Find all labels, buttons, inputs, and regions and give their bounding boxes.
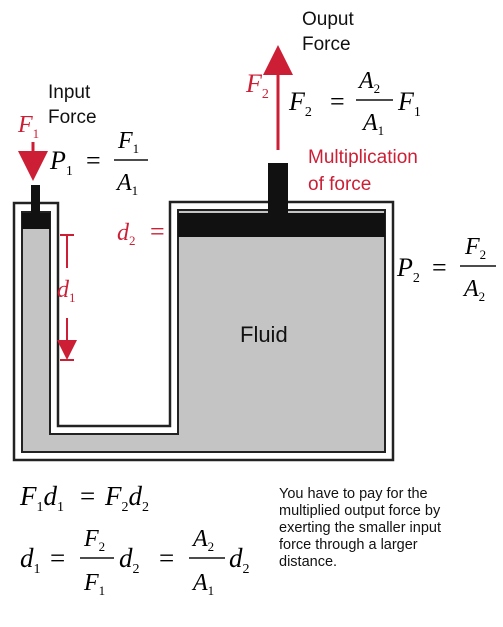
svg-text:=: = (432, 253, 447, 282)
output-force-symbol: F2 (245, 69, 269, 102)
svg-text:F1: F1 (117, 128, 139, 156)
note-line: You have to pay for the (279, 486, 428, 502)
work-equation: F1d1 = F2d2 (19, 481, 149, 515)
svg-text:A2: A2 (357, 68, 380, 96)
output-force-label-2: Force (302, 34, 351, 55)
note-line: exerting the smaller input (279, 520, 441, 536)
svg-text:P2: P2 (396, 253, 420, 286)
small-piston (22, 213, 50, 229)
svg-text:F2d2: F2d2 (104, 481, 149, 515)
input-force-symbol: F1 (17, 112, 39, 141)
svg-text:d1: d1 (20, 543, 41, 577)
svg-text:A1: A1 (191, 570, 214, 598)
svg-text:=: = (159, 543, 174, 573)
d2-displacement: d2 = (117, 217, 165, 248)
svg-text:A1: A1 (361, 110, 384, 138)
svg-text:F2: F2 (464, 234, 486, 262)
note-line: distance. (279, 554, 338, 570)
note-line: multiplied output force by (279, 503, 441, 519)
force-ratio-formula: F2 = A2 A1 F1 (288, 68, 421, 138)
svg-text:=: = (330, 87, 345, 116)
svg-text:d2: d2 (229, 543, 250, 577)
svg-text:=: = (50, 543, 65, 573)
input-force-label-1: Input (48, 82, 91, 103)
svg-text:=: = (150, 217, 165, 246)
small-piston-rod (31, 185, 40, 213)
large-piston-rod (268, 163, 288, 213)
note-line: force through a larger (279, 537, 418, 553)
svg-text:A1: A1 (115, 170, 138, 198)
large-piston (178, 213, 385, 237)
hydraulic-container (12, 200, 395, 462)
svg-text:A2: A2 (462, 276, 485, 304)
svg-text:d1: d1 (57, 277, 76, 305)
svg-text:d2: d2 (117, 220, 136, 248)
fluid-label: Fluid (240, 322, 288, 347)
svg-text:F1d1: F1d1 (19, 481, 64, 515)
displacement-equation: d1 = F2 F1 d2 = A2 A1 d2 (20, 526, 250, 598)
svg-text:=: = (86, 146, 101, 175)
svg-text:A2: A2 (191, 526, 214, 554)
d1-displacement: d1 (57, 234, 77, 361)
input-pressure-formula: P1 = F1 A1 (49, 128, 148, 198)
output-pressure-formula: P2 = F2 A2 (396, 234, 496, 304)
multiplication-label-1: Multiplication (308, 147, 418, 168)
svg-text:P1: P1 (49, 146, 73, 179)
svg-text:F1: F1 (83, 570, 105, 598)
svg-text:=: = (80, 481, 95, 511)
svg-text:F2: F2 (83, 526, 105, 554)
input-force-label-2: Force (48, 107, 97, 128)
svg-text:F1: F1 (397, 87, 421, 120)
svg-text:F2: F2 (288, 87, 312, 120)
output-force-label-1: Ouput (302, 9, 354, 30)
multiplication-label-2: of force (308, 174, 371, 195)
work-tradeoff-note: You have to pay for the multiplied outpu… (279, 486, 501, 571)
fluid-body (21, 209, 386, 453)
svg-text:d2: d2 (119, 543, 140, 577)
